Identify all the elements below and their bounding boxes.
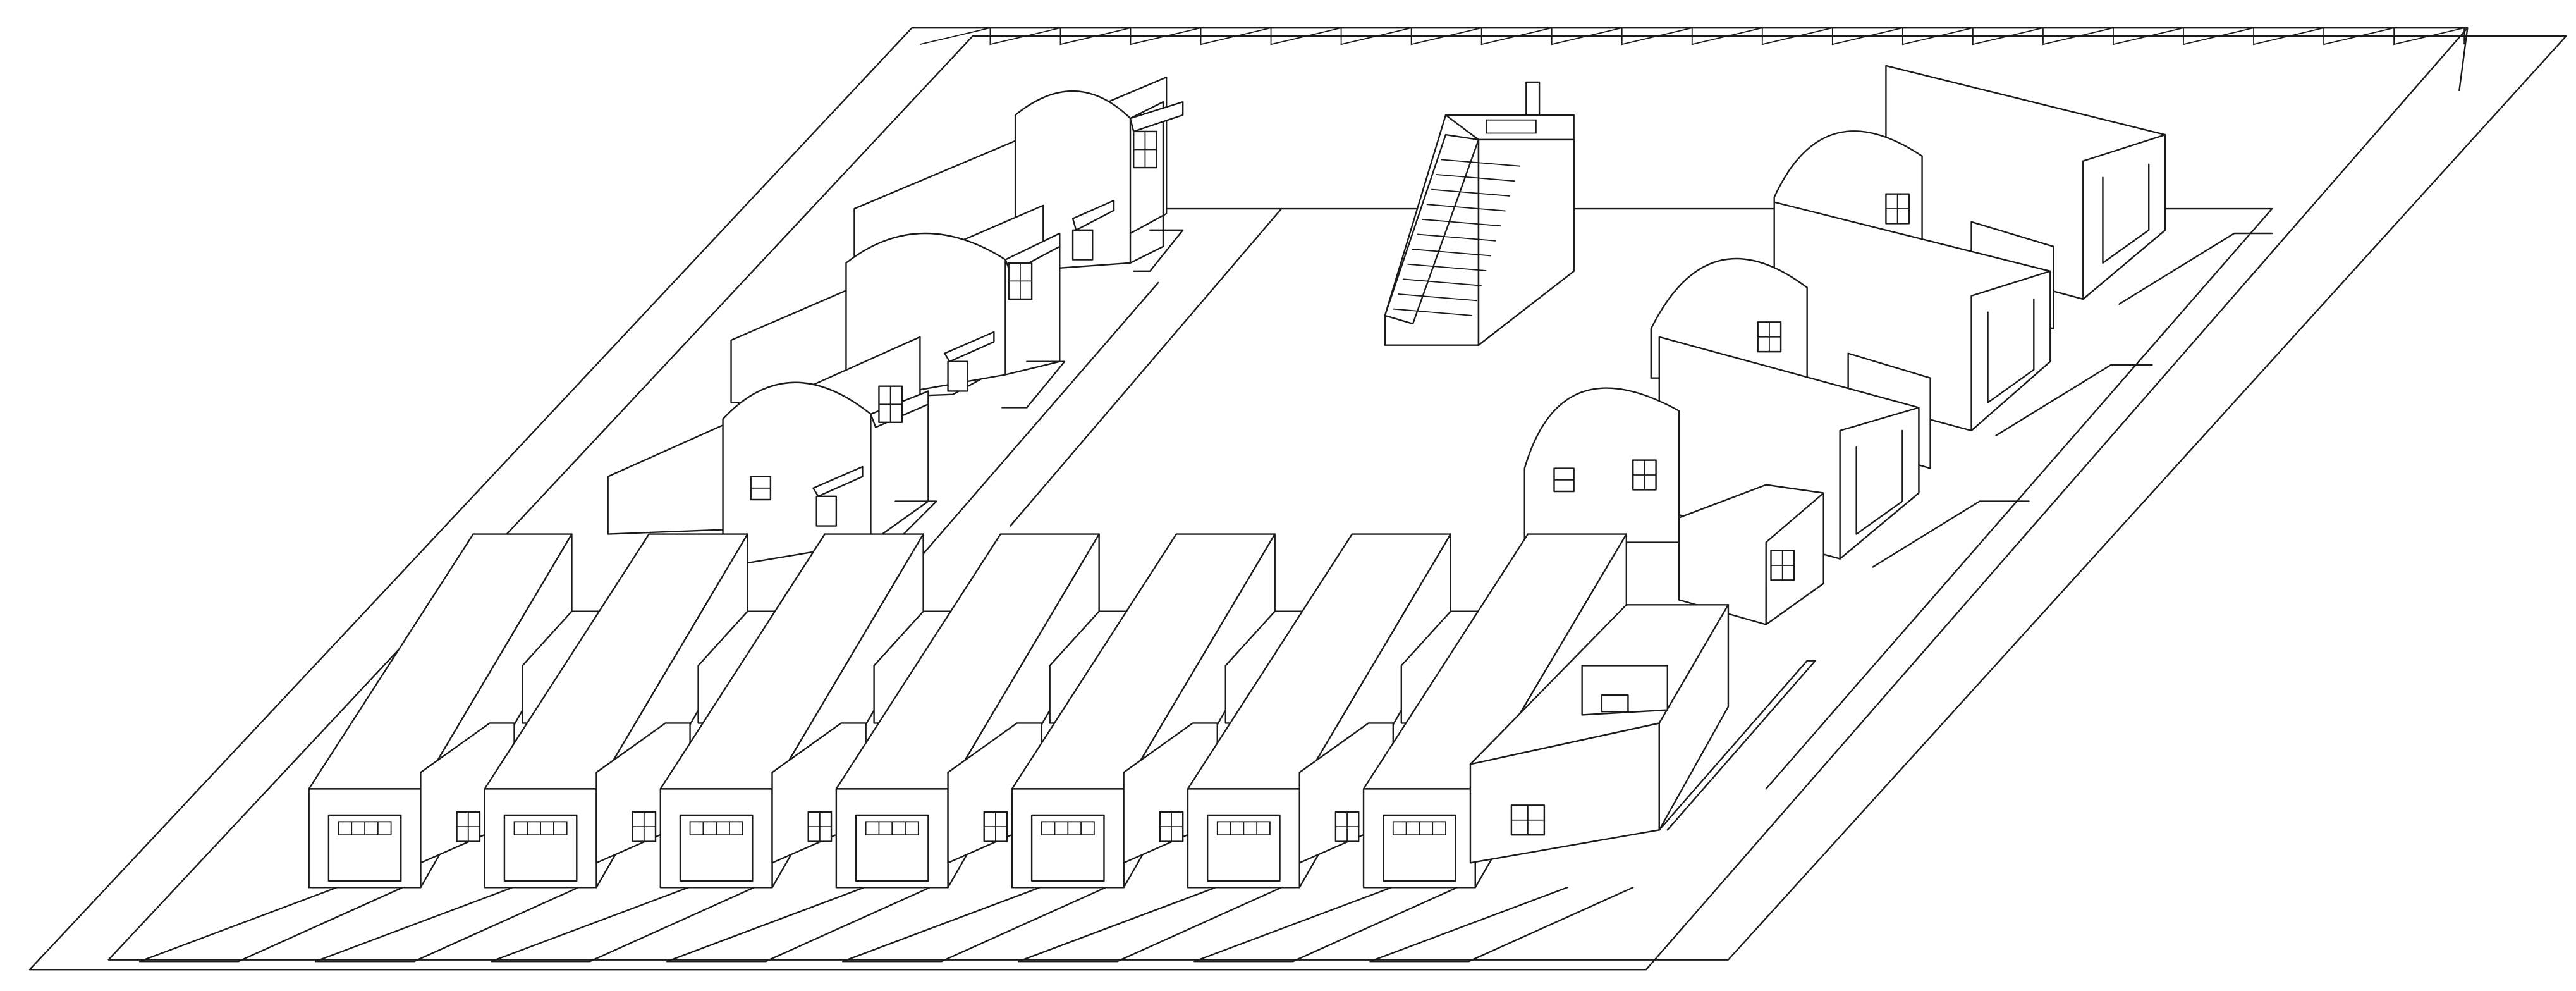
front-row-end-block (1470, 605, 1816, 863)
left-vaulted-houses (608, 77, 1183, 567)
vaulted-house-left-3 (854, 77, 1183, 271)
vaulted-house-right-1 (1525, 337, 2029, 625)
vaulted-house-left-1 (608, 337, 937, 567)
central-stair-tower (1385, 82, 1574, 345)
garage-house-6 (1188, 534, 1492, 888)
front-driveways (140, 887, 1633, 961)
perimeter-fence-sawtooth (920, 28, 2464, 44)
garage-house-1 (309, 534, 613, 888)
vaulted-house-right-3 (1774, 66, 2272, 329)
front-row-garage-houses (309, 534, 1627, 888)
stair-steps (1393, 159, 1520, 316)
right-vaulted-houses (1525, 66, 2272, 625)
